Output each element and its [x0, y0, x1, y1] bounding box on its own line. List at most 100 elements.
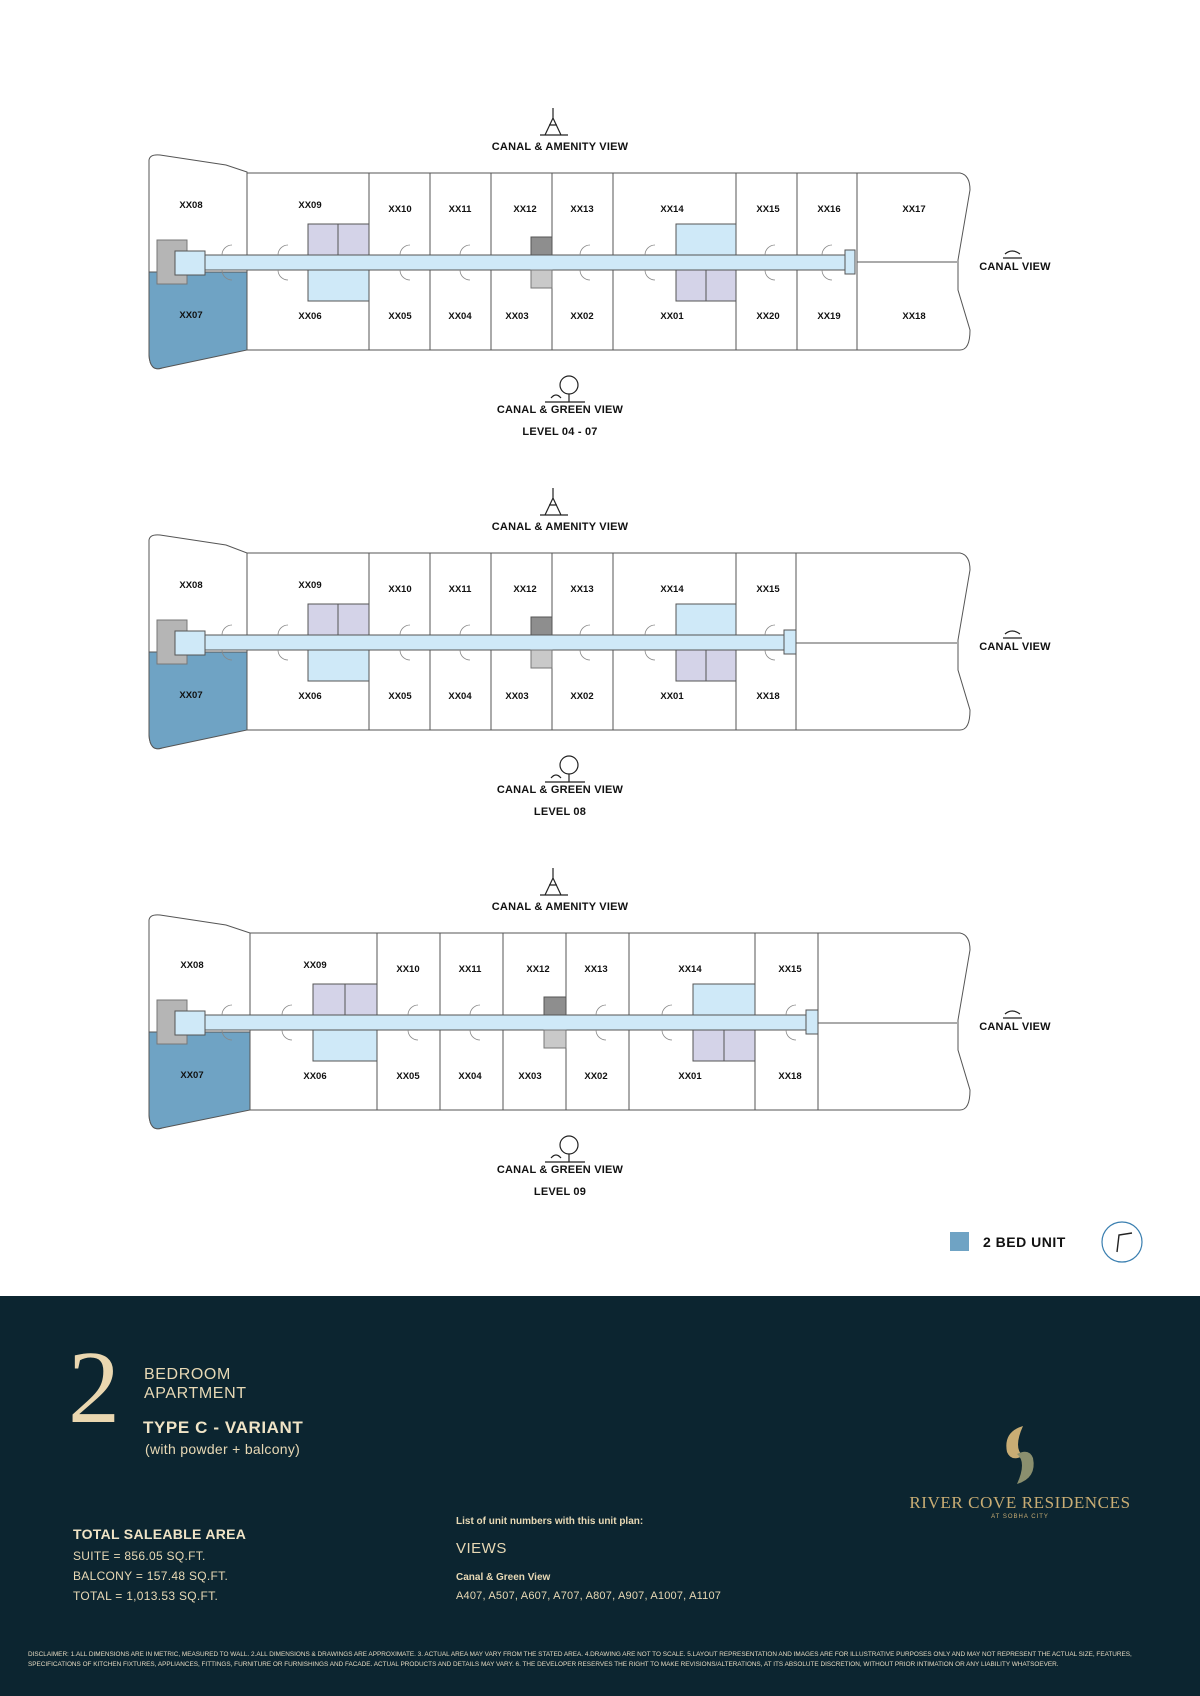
unit-label: XX19	[817, 311, 840, 322]
level-label: LEVEL 08	[533, 806, 587, 818]
side-view-label: CANAL VIEW	[979, 641, 1051, 653]
brand-logo-icon	[1006, 1426, 1034, 1484]
unit-label: XX10	[388, 584, 411, 595]
unit-label: XX08	[179, 580, 202, 591]
unit-label: XX13	[584, 964, 607, 975]
brand-subtitle: AT SOBHA CITY	[991, 1514, 1049, 1520]
unit-label: XX09	[298, 580, 321, 591]
unit-label: XX02	[570, 691, 593, 702]
apartment-type: TYPE C - VARIANT	[143, 1418, 304, 1437]
level-label: LEVEL 09	[533, 1186, 587, 1198]
unit-label: XX08	[180, 960, 203, 971]
unit-label: XX02	[584, 1071, 607, 1082]
top-view-label: CANAL & AMENITY VIEW	[491, 521, 629, 533]
unit-label: XX06	[303, 1071, 326, 1082]
unit-label: XX02	[570, 311, 593, 322]
unit-label: XX10	[388, 204, 411, 215]
green-view-icon	[545, 1135, 585, 1163]
unit-label: XX10	[396, 964, 419, 975]
side-view-label: CANAL VIEW	[979, 261, 1051, 273]
amenity-view-icon	[540, 108, 568, 136]
two-bed-unit-shape	[148, 1031, 251, 1130]
unit-label: XX15	[756, 584, 780, 595]
canal-view-icon	[1003, 1010, 1022, 1019]
disclaimer: DISCLAIMER: 1.ALL DIMENSIONS ARE IN METR…	[28, 1651, 1132, 1668]
unit-label: XX04	[448, 691, 472, 702]
unit-label: XX13	[570, 204, 593, 215]
unit-label: XX18	[778, 1071, 801, 1082]
area-title: TOTAL SALEABLE AREA	[73, 1526, 247, 1542]
legend-swatch	[950, 1232, 969, 1251]
unit-label: XX07	[180, 1070, 203, 1081]
unit-label: XX14	[678, 964, 702, 975]
units-list-title: List of unit numbers with this unit plan…	[456, 1516, 644, 1527]
unit-label: XX16	[817, 204, 840, 215]
bottom-view-label: CANAL & GREEN VIEW	[496, 1164, 624, 1176]
unit-label: XX01	[678, 1071, 702, 1082]
unit-label: XX03	[505, 311, 528, 322]
unit-label: XX18	[756, 691, 779, 702]
canal-view-icon	[1003, 250, 1022, 259]
unit-label: XX17	[902, 204, 925, 215]
unit-label: XX12	[513, 584, 536, 595]
total-area: TOTAL = 1,013.53 SQ.FT.	[73, 1589, 219, 1603]
two-bed-unit-shape	[148, 271, 248, 370]
unit-label: XX14	[660, 204, 684, 215]
unit-label: XX14	[660, 584, 684, 595]
side-view-label: CANAL VIEW	[979, 1021, 1051, 1033]
unit-label: XX15	[778, 964, 802, 975]
unit-label: XX09	[298, 200, 321, 211]
balcony-area: BALCONY = 157.48 SQ.FT.	[73, 1569, 229, 1583]
green-view-icon	[545, 755, 585, 783]
views-title: VIEWS	[456, 1540, 507, 1557]
unit-label: XX11	[459, 964, 482, 975]
brand-name: RIVER COVE RESIDENCES	[909, 1493, 1131, 1512]
unit-label: XX01	[660, 691, 684, 702]
unit-label: XX11	[449, 204, 472, 215]
amenity-view-icon	[540, 488, 568, 516]
legend: 2 BED UNIT	[950, 1232, 1066, 1251]
unit-label: XX04	[448, 311, 472, 322]
floor-plan-level-08: XX08 XX07 XX09 XX10 XX11 XX12 XX13 XX14 …	[0, 380, 1200, 830]
unit-label: XX15	[756, 204, 780, 215]
view-name: Canal & Green View	[456, 1572, 551, 1583]
unit-label: XX09	[303, 960, 326, 971]
unit-label: XX03	[518, 1071, 541, 1082]
bedroom-label: BEDROOM	[144, 1366, 231, 1383]
unit-label: XX11	[449, 584, 472, 595]
unit-label: XX12	[513, 204, 536, 215]
unit-label: XX08	[179, 200, 202, 211]
floor-plan-drawing: XX08 XX07 XX09 XX10 XX11 XX12 XX13 XX14 …	[148, 868, 1022, 1163]
unit-label: XX03	[505, 691, 528, 702]
floor-plan-drawing: XX08 XX07 XX09 XX10 XX11 XX12 XX13 XX14 …	[148, 108, 1022, 403]
floor-plan-level-04-07: XX08 XX07 XX09 XX10 XX11 XX12 XX13 XX14 …	[0, 0, 1200, 450]
floor-plan-level-09: XX08 XX07 XX09 XX10 XX11 XX12 XX13 XX14 …	[0, 760, 1200, 1210]
unit-label: XX13	[570, 584, 593, 595]
top-view-label: CANAL & AMENITY VIEW	[491, 901, 629, 913]
amenity-view-icon	[540, 868, 568, 896]
two-bed-unit-shape	[148, 651, 248, 750]
unit-label: XX06	[298, 311, 321, 322]
apartment-label: APARTMENT	[144, 1385, 247, 1402]
unit-label: XX05	[388, 311, 412, 322]
unit-label: XX18	[902, 311, 925, 322]
unit-label: XX06	[298, 691, 321, 702]
north-compass-icon	[1101, 1221, 1143, 1263]
bottom-view-label: CANAL & GREEN VIEW	[496, 784, 624, 796]
suite-area: SUITE = 856.05 SQ.FT.	[73, 1549, 206, 1563]
unit-label: XX12	[526, 964, 549, 975]
bottom-view-label: CANAL & GREEN VIEW	[496, 404, 624, 416]
unit-label: XX04	[458, 1071, 482, 1082]
apartment-subtitle: (with powder + balcony)	[145, 1441, 301, 1457]
legend-label: 2 BED UNIT	[983, 1233, 1066, 1250]
unit-label: XX07	[179, 690, 202, 701]
footer-panel: 2 BEDROOM APARTMENT TYPE C - VARIANT (wi…	[0, 1296, 1200, 1696]
unit-numbers: A407, A507, A607, A707, A807, A907, A100…	[456, 1590, 722, 1602]
unit-label: XX01	[660, 311, 684, 322]
unit-label: XX07	[179, 310, 202, 321]
bedroom-count: 2	[68, 1330, 120, 1445]
level-label: LEVEL 04 - 07	[522, 426, 598, 438]
unit-label: XX05	[388, 691, 412, 702]
top-view-label: CANAL & AMENITY VIEW	[491, 141, 629, 153]
unit-label: XX20	[756, 311, 779, 322]
